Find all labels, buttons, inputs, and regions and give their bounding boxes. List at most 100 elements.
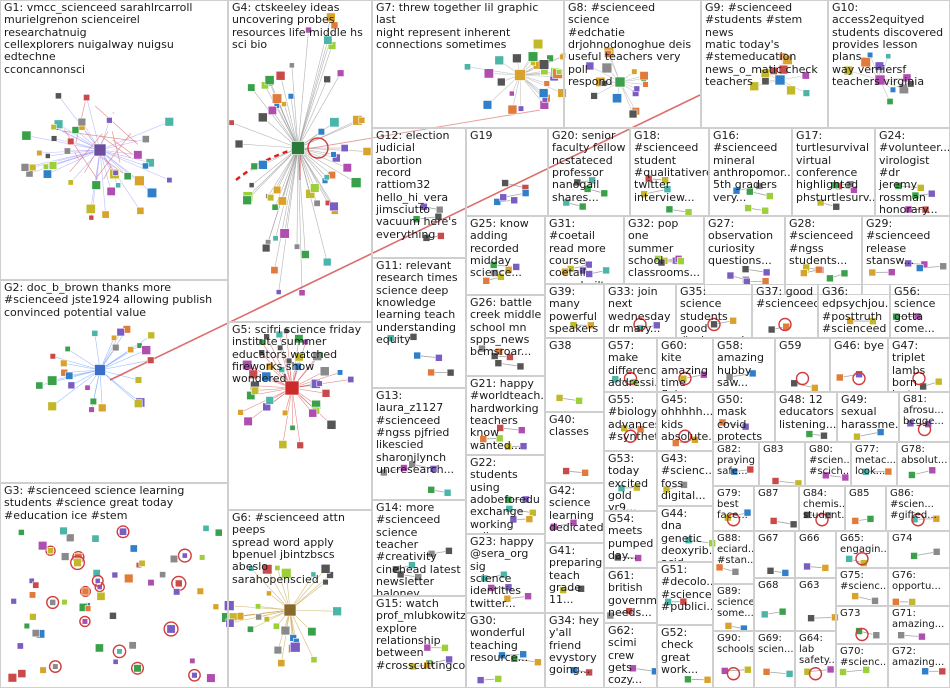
group-label: G11: relevant research times science dee…	[376, 259, 458, 346]
node-avatar	[482, 100, 493, 110]
node-avatar	[500, 570, 508, 579]
edge	[297, 147, 328, 263]
node-avatar	[263, 616, 270, 623]
node-avatar	[248, 182, 255, 188]
node-avatar	[278, 440, 288, 449]
edge	[276, 147, 299, 191]
edge	[290, 96, 299, 149]
node-avatar	[504, 583, 513, 592]
group-box-g57: G57: make difference addressi...	[604, 338, 657, 392]
group-label: G35: science students good #scienceed	[680, 285, 744, 337]
edge	[99, 149, 146, 167]
node-avatar	[109, 612, 117, 620]
node-avatar	[224, 600, 235, 611]
group-label: G74	[892, 533, 913, 544]
group-label: G29: #scienceed release stansw...	[866, 217, 931, 267]
node-avatar	[644, 174, 653, 183]
group-box-g17: G17: turtlesurvival virtual conference h…	[792, 128, 875, 216]
node-avatar	[42, 169, 52, 179]
group-box-g6: G6: #scienceed attn peeps spread word ap…	[228, 510, 372, 688]
node-avatar	[527, 51, 539, 62]
node-avatar	[504, 495, 513, 504]
group-label: G15: watch prof_mlubkowitz explore relat…	[376, 597, 466, 672]
group-label: G90: schools	[717, 633, 754, 656]
node-avatar	[741, 422, 750, 431]
node-avatar	[516, 362, 525, 371]
node-avatar	[916, 184, 925, 192]
node-avatar	[134, 376, 143, 384]
node-avatar	[321, 389, 331, 398]
node-avatar	[106, 117, 113, 124]
node-avatar	[279, 228, 290, 239]
group-box-g89: G89: science some...	[713, 584, 754, 631]
group-label: G40: classes	[549, 413, 589, 439]
node-avatar	[32, 581, 40, 589]
group-label: G48: 12 educators listening...	[779, 393, 837, 431]
group-label: G71: amazing...	[892, 608, 945, 631]
node-avatar	[445, 547, 453, 555]
group-label: G83	[763, 444, 784, 455]
node-avatar	[816, 198, 825, 207]
group-label: G59	[779, 339, 802, 352]
group-box-g13: G13: laura_z1127 #scienceed #ngss pjfrie…	[372, 388, 466, 500]
group-box-g4: G4: ctskeeley ideas uncovering probes re…	[228, 0, 372, 322]
node-avatar	[329, 117, 340, 128]
node-avatar	[60, 552, 70, 561]
node-avatar	[807, 614, 815, 622]
node-avatar	[270, 266, 279, 275]
node-avatar	[921, 205, 930, 214]
group-label: G89: science some...	[717, 586, 754, 620]
group-box-g77: G77: metac... look...	[851, 442, 897, 486]
edge	[99, 359, 151, 371]
node-avatar	[887, 268, 896, 276]
group-label: G50: mask covid protects	[717, 393, 763, 442]
group-box-g49: G49: sexual harassme...	[837, 392, 899, 442]
node-avatar	[519, 442, 528, 450]
node-avatar	[800, 269, 808, 277]
group-label: G55: #biology advances #synthet...	[608, 393, 657, 443]
node-avatar	[869, 317, 877, 325]
node-avatar	[169, 554, 179, 564]
group-label: G23: happy @sera_org sig science identit…	[470, 535, 534, 610]
node-avatar	[493, 198, 502, 206]
group-label: G42: science learning dedicated...	[549, 484, 604, 534]
group-box-g27: G27: observation curiosity questions...	[704, 216, 785, 295]
node-avatar	[16, 642, 24, 650]
group-box-g65: G65: engagin...	[836, 531, 888, 568]
node-avatar	[508, 90, 515, 97]
node-avatar	[634, 554, 642, 562]
node-avatar	[483, 68, 494, 79]
group-label: G84: chemis... student...	[803, 488, 845, 522]
group-label: G63	[799, 580, 820, 591]
node-avatar	[790, 379, 799, 388]
node-avatar	[49, 599, 57, 606]
node-avatar	[938, 667, 947, 676]
node-avatar	[583, 185, 592, 193]
node-avatar	[409, 333, 418, 341]
self-loop	[163, 621, 179, 637]
node-avatar	[826, 665, 835, 674]
node-avatar	[166, 624, 176, 634]
edge	[279, 334, 293, 389]
edge	[289, 609, 338, 612]
node-avatar	[652, 321, 661, 330]
node-avatar	[250, 162, 259, 171]
edge	[261, 341, 293, 389]
node-avatar	[281, 101, 287, 107]
node-avatar	[271, 93, 283, 104]
node-avatar	[853, 432, 861, 441]
node-avatar	[282, 409, 289, 416]
self-loop	[678, 371, 692, 386]
group-box-g42: G42: science learning dedicated...	[545, 483, 604, 543]
node-avatar	[277, 196, 287, 206]
node-avatar	[67, 137, 75, 146]
edge	[297, 30, 309, 149]
node-avatar	[534, 658, 542, 667]
node-avatar	[884, 467, 893, 476]
node-avatar	[494, 359, 503, 367]
edge	[47, 149, 101, 175]
node-avatar	[822, 471, 830, 480]
group-label: G67	[758, 533, 779, 544]
node-avatar	[28, 591, 37, 599]
group-box-g5: G5: scifri science friday institute summ…	[228, 322, 372, 510]
